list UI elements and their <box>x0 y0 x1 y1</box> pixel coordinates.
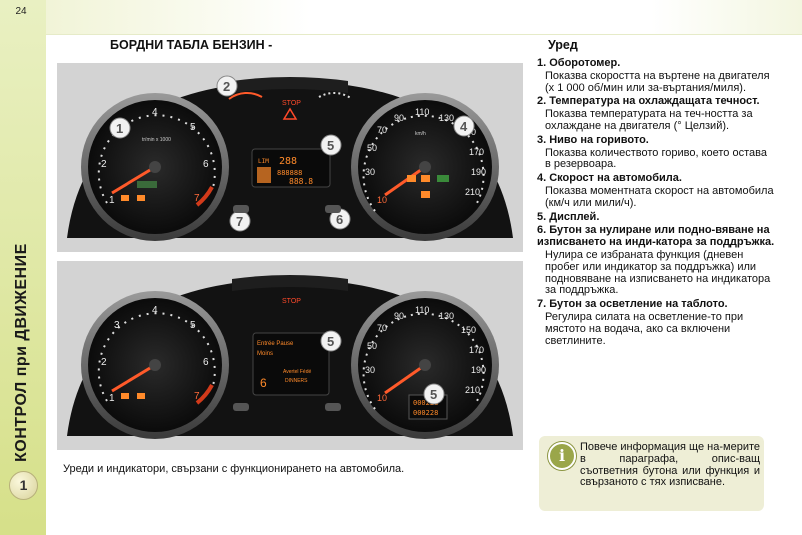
svg-text:30: 30 <box>365 365 375 375</box>
svg-text:1: 1 <box>109 393 115 404</box>
svg-text:210: 210 <box>465 385 480 395</box>
info-icon: i <box>548 442 576 470</box>
svg-text:6: 6 <box>203 159 209 170</box>
item-title: 2. Температура на охлаждащата течност. <box>537 95 760 108</box>
item-text: Показва скоростта на въртене на двигател… <box>545 69 770 94</box>
display-msg-3: Avertel Fédé <box>283 369 311 375</box>
item-title: 7. Бутон за осветление на таблото. <box>537 298 728 311</box>
display-gear: 6 <box>260 376 267 390</box>
item-title: 6. Бутон за нулиране или подно-вяване на… <box>537 224 775 249</box>
svg-text:6: 6 <box>203 357 209 368</box>
item-title: 1. Оборотомер. <box>537 57 621 69</box>
item-text: Показва количеството гориво, което остав… <box>545 146 767 171</box>
lcd-c: 888888 <box>277 169 302 177</box>
svg-text:130: 130 <box>439 311 454 321</box>
speed-unit: km/h <box>415 131 426 137</box>
item-text: Нулира се избраната функция (дневен проб… <box>545 248 771 297</box>
section-title: КОНТРОЛ при ДВИЖЕНИЕ <box>13 243 30 462</box>
svg-text:5: 5 <box>430 387 437 402</box>
display-msg-4: DINNERS <box>285 378 308 384</box>
callout-5-center: 5 <box>320 330 342 352</box>
lcd-a: LIM <box>258 158 269 165</box>
svg-text:7: 7 <box>194 391 200 402</box>
info-box: i Повече информация ще на-мерите в параг… <box>539 436 764 511</box>
callout-5-odometer: 5 <box>423 383 445 405</box>
display-msg-2: Moins <box>257 351 273 357</box>
svg-text:190: 190 <box>471 167 486 177</box>
svg-text:10: 10 <box>377 393 387 403</box>
page-heading: БОРДНИ ТАБЛА БЕНЗИН - <box>110 38 273 52</box>
svg-text:2: 2 <box>101 159 107 170</box>
svg-text:5: 5 <box>190 122 196 133</box>
left-sidebar: 24 КОНТРОЛ при ДВИЖЕНИЕ 1 <box>0 0 46 535</box>
svg-text:50: 50 <box>367 341 377 351</box>
instrument-list: 1. Оборотомер. Показва скоростта на върт… <box>537 56 775 347</box>
item-text: Регулира силата на осветление-то при мяс… <box>545 310 744 347</box>
item-title: 3. Ниво на горивото. <box>537 133 649 146</box>
svg-text:70: 70 <box>377 125 387 135</box>
svg-text:170: 170 <box>469 147 484 157</box>
svg-text:7: 7 <box>236 214 243 229</box>
svg-text:5: 5 <box>327 138 334 153</box>
stop-label: STOP <box>282 100 301 107</box>
item-title: 4. Скорост на автомобила. <box>537 172 682 185</box>
item-title: 5. Дисплей. <box>537 210 600 223</box>
lcd-d: 888.8 <box>289 177 313 186</box>
list-item-1: 1. Оборотомер. Показва скоростта на върт… <box>537 57 775 94</box>
callout-1: 1 <box>109 117 131 139</box>
info-text: Повече информация ще на-мерите в парагра… <box>580 441 760 489</box>
list-item-7: 7. Бутон за осветление на таблото. Регул… <box>537 298 775 347</box>
list-item-6: 6. Бутон за нулиране или подно-вяване на… <box>537 225 775 297</box>
stop-label-2: STOP <box>282 298 301 305</box>
svg-text:110: 110 <box>415 107 429 117</box>
column-heading: Уред <box>548 38 578 52</box>
svg-text:210: 210 <box>465 187 480 197</box>
odo-2: 000228 <box>413 409 438 417</box>
svg-text:150: 150 <box>461 325 476 335</box>
list-item-4: 4. Скорост на автомобила. Показва момент… <box>537 172 775 209</box>
svg-text:170: 170 <box>469 345 484 355</box>
dashboard-photo-2: 1 2 3 4 5 6 7 10 30 50 70 90 110 130 150… <box>57 261 523 450</box>
lcd-b: 288 <box>279 156 297 167</box>
list-item-3: 3. Ниво на горивото. Показва количествот… <box>537 133 775 171</box>
svg-text:4: 4 <box>460 119 468 134</box>
svg-text:4: 4 <box>152 107 158 118</box>
display-msg-1: Entrée Pause <box>257 341 294 347</box>
svg-text:2: 2 <box>223 79 230 94</box>
odo-1: 000228 <box>413 399 438 407</box>
svg-text:70: 70 <box>377 323 387 333</box>
svg-text:4: 4 <box>152 305 158 316</box>
svg-text:7: 7 <box>194 193 200 204</box>
callout-7: 7 <box>229 210 251 232</box>
figure-caption: Уреди и индикатори, свързани с функциони… <box>63 463 405 475</box>
item-text: Показва температурата на теч-ността за о… <box>545 108 753 132</box>
callout-6: 6 <box>329 208 351 230</box>
page-number: 24 <box>15 6 27 17</box>
chapter-badge: 1 <box>9 471 38 500</box>
item-text: Показва моментната скорост на автомобила… <box>545 184 774 209</box>
callout-4: 4 <box>453 115 475 137</box>
svg-text:90: 90 <box>394 113 404 123</box>
svg-text:1: 1 <box>109 195 115 206</box>
list-item-5: 5. Дисплей. <box>537 210 775 224</box>
svg-text:5: 5 <box>327 334 334 349</box>
svg-text:110: 110 <box>415 305 429 315</box>
callout-5: 5 <box>320 134 342 156</box>
svg-text:3: 3 <box>114 320 120 331</box>
callout-2: 2 <box>216 75 238 97</box>
svg-text:190: 190 <box>471 365 486 375</box>
list-item-2: 2. Температура на охлаждащата течност. П… <box>537 96 775 132</box>
tach-label: tr/min x 1000 <box>142 137 171 143</box>
svg-text:5: 5 <box>190 320 196 331</box>
svg-text:6: 6 <box>336 212 343 227</box>
svg-text:130: 130 <box>439 113 454 123</box>
svg-text:2: 2 <box>101 357 107 368</box>
svg-text:90: 90 <box>394 311 404 321</box>
dashboard-photo-1: 1 2 3 4 5 6 7 tr/min x 1000 10 30 50 70 … <box>57 63 523 252</box>
svg-text:30: 30 <box>365 167 375 177</box>
svg-text:10: 10 <box>377 195 387 205</box>
svg-text:50: 50 <box>367 143 377 153</box>
top-band <box>46 0 802 35</box>
svg-text:1: 1 <box>116 121 123 136</box>
